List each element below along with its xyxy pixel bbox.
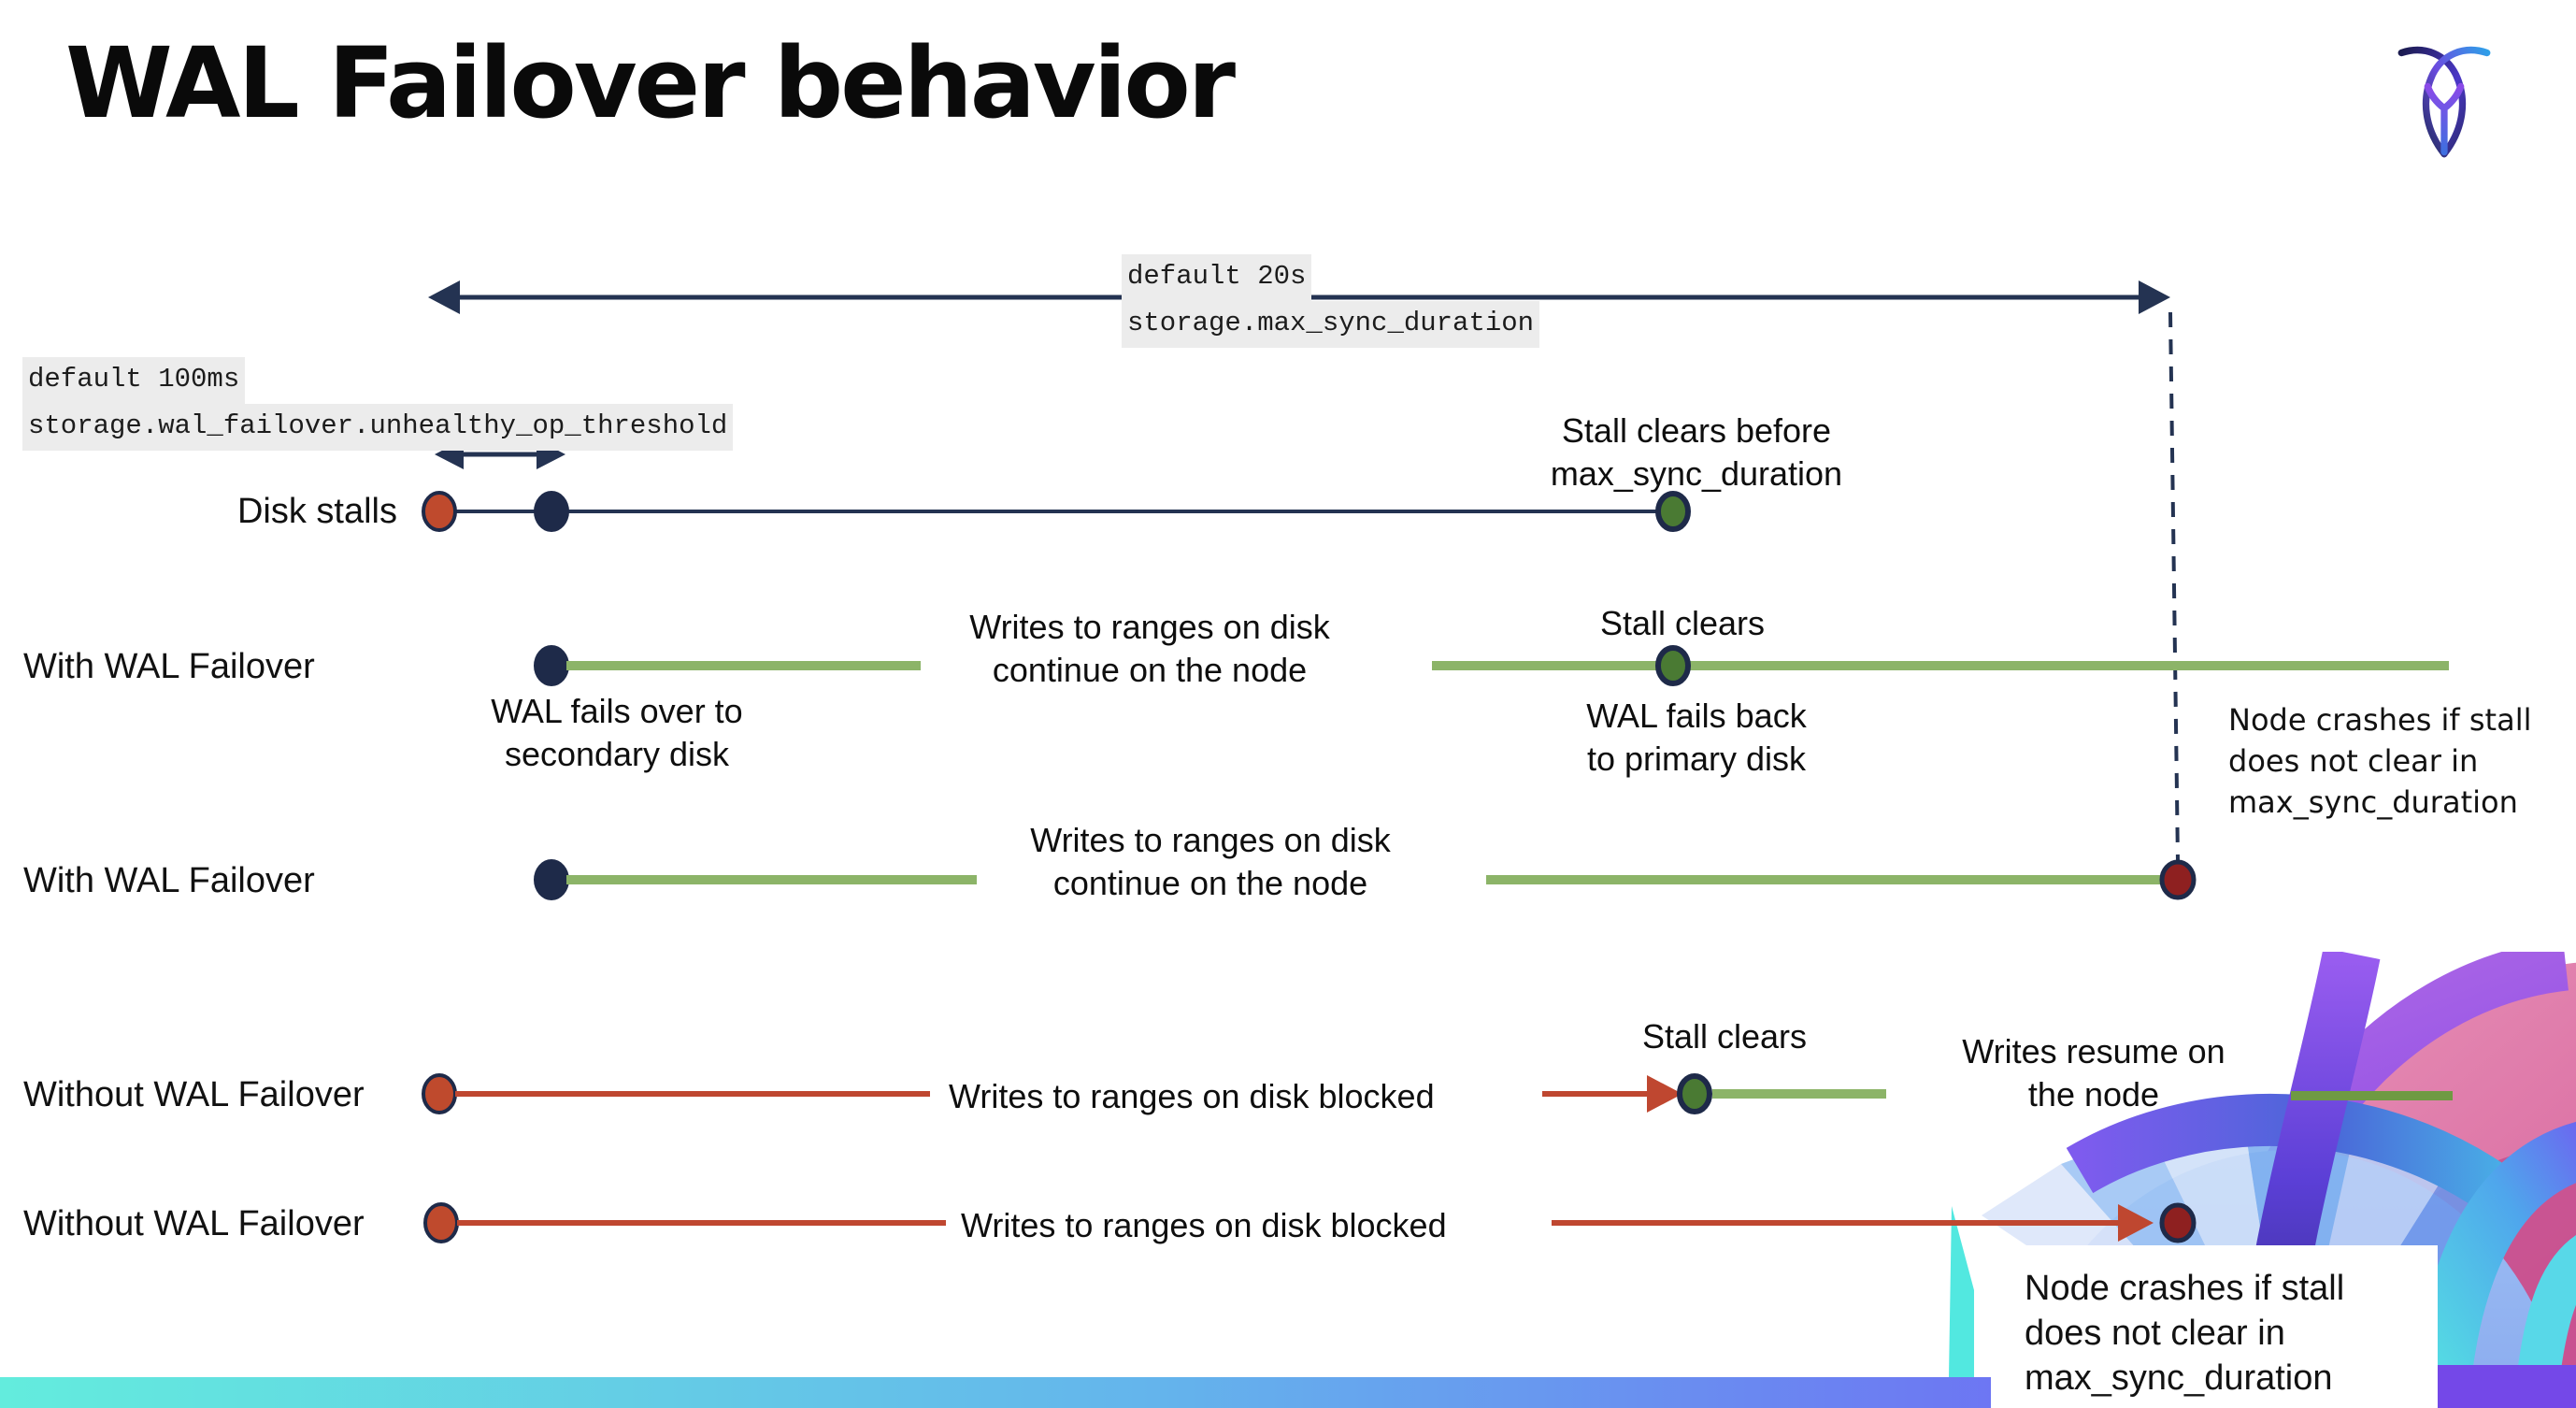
node-crash-callout-box: Node crashes if stall does not clear in …	[1991, 1245, 2438, 1408]
annotation-writes-continue-row2: Writes to ranges on disk continue on the…	[969, 608, 1330, 689]
failover-dot	[534, 645, 569, 686]
stall-clear-dot	[1655, 645, 1691, 686]
crash-dot	[2159, 1202, 2197, 1243]
annotation-writes-continue-row3: Writes to ranges on disk continue on the…	[1030, 821, 1391, 902]
cockroachdb-logo-icon	[2397, 46, 2491, 158]
disk-stall-start-dot	[422, 491, 457, 532]
timeline-with-failover-crash	[534, 859, 2197, 900]
timeline-without-failover-clears	[422, 1073, 2453, 1114]
row-label-with-wal-failover-2: With WAL Failover	[23, 861, 315, 900]
disk-stall-start-dot	[423, 1202, 459, 1243]
blocked-arrowhead	[2118, 1204, 2154, 1242]
timeline-without-failover-crash	[423, 1202, 2197, 1243]
row-label-with-wal-failover-1: With WAL Failover	[23, 647, 315, 686]
annotation-writes-blocked-row5: Writes to ranges on disk blocked	[961, 1206, 1447, 1244]
stall-clear-dot	[1677, 1073, 1712, 1114]
crash-dot	[2159, 859, 2197, 900]
page-title: WAL Failover behavior	[65, 26, 1236, 140]
annotation-stall-clears-row4: Stall clears	[1641, 1017, 1808, 1056]
stall-clear-dot	[1655, 491, 1691, 532]
config-default-value: default 100ms	[22, 357, 246, 404]
threshold-dot	[534, 491, 569, 532]
row-label-disk-stalls: Disk stalls	[236, 492, 397, 531]
annotation-stall-clears-before: Stall clears before max_sync_duration	[1550, 411, 1843, 493]
config-setting-name: storage.max_sync_duration	[1122, 301, 1540, 348]
row-label-without-wal-failover-1: Without WAL Failover	[23, 1075, 365, 1114]
annotation-node-crashes-row3: Node crashes if stall does not clear in …	[2228, 702, 2532, 820]
failover-dot	[534, 859, 569, 900]
timeline-with-failover-clears	[534, 645, 2449, 686]
max-sync-config-label: default 20s storage.max_sync_duration	[1122, 254, 1540, 348]
annotation-wal-fails-back: WAL fails back to primary disk	[1586, 697, 1807, 778]
timeline-disk-stalls	[422, 491, 1691, 532]
unhealthy-op-config-label: default 100ms storage.wal_failover.unhea…	[22, 357, 734, 451]
max-sync-deadline-dashed-line	[2168, 311, 2180, 863]
annotation-stall-clears-row2: Stall clears	[1599, 604, 1766, 642]
annotation-writes-blocked-row4: Writes to ranges on disk blocked	[949, 1077, 1435, 1115]
config-setting-name: storage.wal_failover.unhealthy_op_thresh…	[22, 404, 734, 451]
annotation-node-crashes-row5: Node crashes if stall does not clear in …	[2025, 1269, 2345, 1398]
annotation-wal-fails-over: WAL fails over to secondary disk	[491, 692, 743, 773]
config-default-value: default 20s	[1122, 254, 1312, 301]
row-label-without-wal-failover-2: Without WAL Failover	[23, 1204, 365, 1243]
disk-stall-start-dot	[422, 1073, 457, 1114]
blocked-arrowhead	[1647, 1075, 1682, 1113]
annotation-writes-resume: Writes resume on the node	[1962, 1032, 2225, 1113]
